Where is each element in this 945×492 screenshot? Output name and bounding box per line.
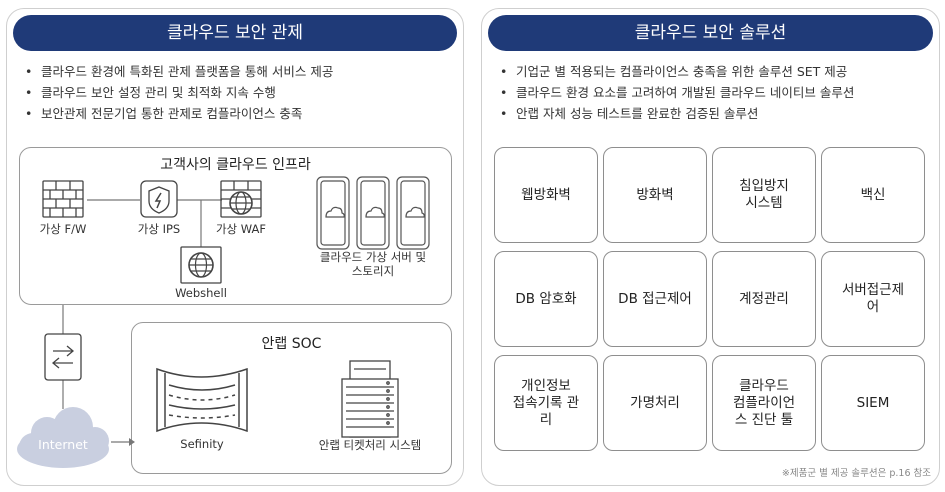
left-diagram-svg [17, 176, 430, 468]
connection-lines [62, 199, 222, 443]
right-bullet: •안랩 자체 성능 테스트를 완료한 검증된 솔루션 [500, 106, 759, 121]
solution-tile-waf: 웹방화벽 [494, 147, 598, 243]
ticket-server-icon [341, 360, 399, 438]
solution-tile-antivirus: 백신 [821, 147, 925, 243]
soc-title: 안랩 SOC [261, 336, 322, 352]
ips-icon [140, 180, 178, 218]
right-panel-header: 클라우드 보안 솔루션 [488, 15, 933, 51]
solution-tile-server-access: 서버접근제 어 [821, 251, 925, 347]
solution-tile-pseudonym: 가명처리 [603, 355, 707, 451]
fw-label: 가상 F/W [39, 222, 87, 236]
left-bullet-list: •클라우드 환경에 특화된 관제 플랫폼을 통해 서비스 제공 •클라우드 보안… [25, 61, 453, 124]
waf-label: 가상 WAF [215, 222, 267, 236]
cloud-infra-box: 고객사의 클라우드 인프라 [19, 147, 452, 305]
ips-label: 가상 IPS [137, 222, 181, 236]
right-panel: 클라우드 보안 솔루션 •기업군 별 적용되는 컴플라이언스 충족을 위한 솔루… [481, 8, 940, 486]
cloud-server-icon [316, 176, 430, 250]
webshell-icon [180, 246, 222, 284]
solution-tile-account: 계정관리 [712, 251, 816, 347]
waf-icon [220, 180, 262, 218]
switch-icon [44, 333, 82, 381]
left-bullet: •보안관제 전문기업 통한 관제로 컴플라이언스 충족 [25, 106, 303, 121]
left-panel: 클라우드 보안 관제 •클라우드 환경에 특화된 관제 플랫폼을 통해 서비스 … [6, 8, 464, 486]
cloud-infra-title: 고객사의 클라우드 인프라 [160, 157, 311, 173]
webshell-label: Webshell [175, 286, 227, 300]
left-bullet: •클라우드 환경에 특화된 관제 플랫폼을 통해 서비스 제공 [25, 64, 334, 79]
internet-cloud-icon [17, 407, 109, 468]
right-bullet-list: •기업군 별 적용되는 컴플라이언스 충족을 위한 솔루션 SET 제공 •클라… [500, 61, 929, 124]
footnote: ※제품군 별 제공 솔루션은 p.16 참조 [781, 468, 931, 479]
server-label-line1: 클라우드 가상 서버 및 [319, 250, 427, 264]
solution-tile-siem: SIEM [821, 355, 925, 451]
solution-tile-firewall: 방화벽 [603, 147, 707, 243]
left-bullet: •클라우드 보안 설정 관리 및 최적화 지속 수행 [25, 85, 276, 100]
solution-tile-compliance: 클라우드 컴플라이언 스 진단 툴 [712, 355, 816, 451]
sefinity-icon [156, 367, 248, 433]
server-label-line2: 스토리지 [351, 264, 395, 278]
solution-tile-db-access: DB 접근제어 [603, 251, 707, 347]
ticket-label: 안랩 티켓처리 시스템 [318, 438, 422, 452]
right-bullet: •기업군 별 적용되는 컴플라이언스 충족을 위한 솔루션 SET 제공 [500, 64, 848, 79]
solution-tile-privacy-log: 개인정보 접속기록 관 리 [494, 355, 598, 451]
sefinity-label: Sefinity [180, 437, 224, 451]
internet-label: Internet [38, 437, 88, 452]
solution-tile-db-encryption: DB 암호화 [494, 251, 598, 347]
left-panel-header: 클라우드 보안 관제 [13, 15, 457, 51]
firewall-icon [42, 180, 84, 218]
solution-tile-ips: 침입방지 시스템 [712, 147, 816, 243]
right-bullet: •클라우드 환경 요소를 고려하여 개발된 클라우드 네이티브 솔루션 [500, 85, 855, 100]
